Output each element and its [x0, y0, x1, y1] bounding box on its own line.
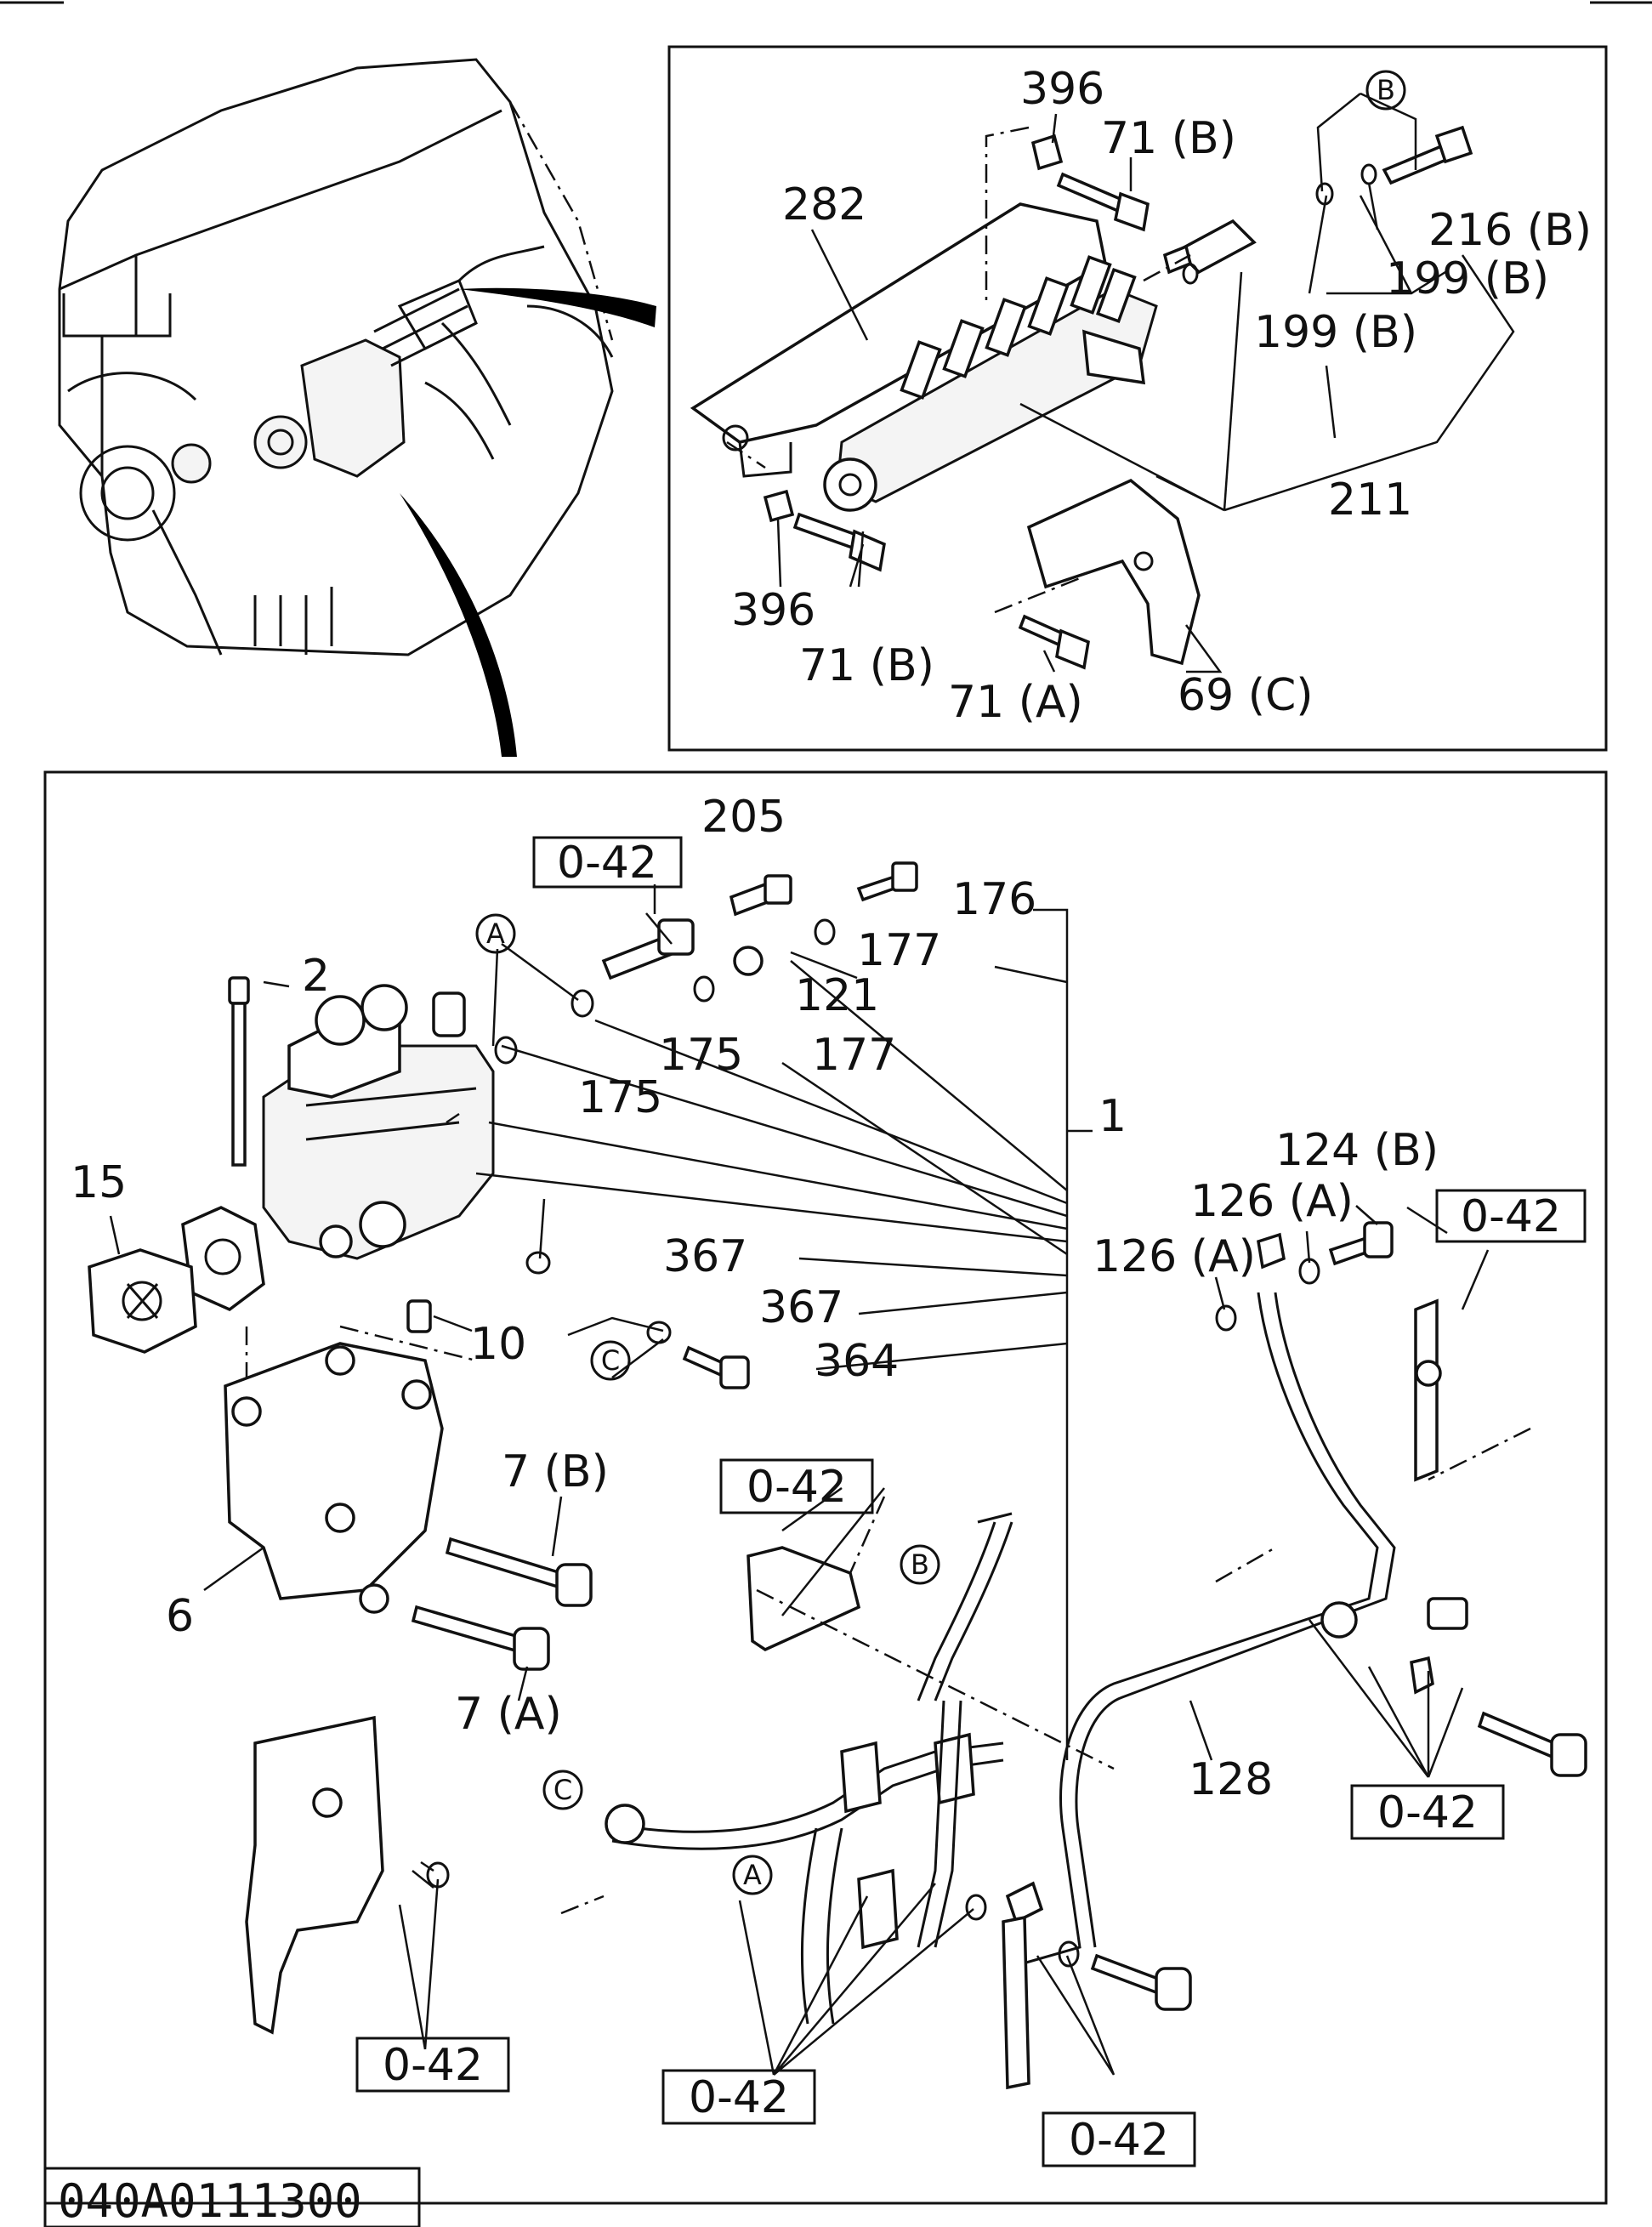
callout-216B: 216 (B)	[1428, 205, 1592, 256]
svg-text:B: B	[1377, 74, 1395, 106]
callout-126A-upper: 126 (A)	[1190, 1176, 1354, 1227]
bracket-69C	[1026, 478, 1201, 666]
callout-282: 282	[782, 179, 866, 230]
callout-71B: 71 (B)	[1101, 113, 1236, 164]
ref-box-0-42-bottom-right: 0-42	[1069, 2115, 1169, 2166]
callout-364: 364	[815, 1336, 899, 1387]
circle-letter-B-detail	[1365, 70, 1406, 111]
callout-396: 396	[1020, 64, 1104, 115]
circle-letter-C-upper: C	[601, 1344, 620, 1377]
detail-panel-callouts: 396 71 (B) 282 216 (B) 199 (B) 199 (B) 2…	[731, 64, 1592, 728]
detail-panel-leaders	[776, 92, 1515, 673]
callout-1: 1	[1098, 1091, 1127, 1142]
detail-panel-drawing	[690, 125, 1473, 670]
callout-15: 15	[71, 1157, 127, 1208]
callout-126A-lower: 126 (A)	[1093, 1231, 1256, 1282]
callout-128: 128	[1189, 1754, 1273, 1805]
figure-ref-box	[43, 2167, 421, 2227]
reference-boxes: 0-42 0-42 0-42 0-42 0-42 0-42 0-42	[355, 836, 1587, 2167]
callout-205: 205	[701, 792, 786, 843]
main-panel-leaders	[109, 884, 1490, 2076]
detail-panel-frame	[667, 45, 1608, 752]
callout-7B: 7 (B)	[502, 1446, 609, 1497]
ref-box-0-42-left: 0-42	[383, 2040, 483, 2091]
main-panel-frame	[43, 770, 1608, 2205]
circle-letter-B-main: B	[911, 1548, 929, 1581]
callout-396-lower: 396	[731, 585, 815, 636]
callout-71A: 71 (A)	[948, 677, 1083, 728]
circle-letter-C-lower: C	[554, 1774, 572, 1806]
callout-2: 2	[302, 951, 330, 1002]
callout-121: 121	[795, 970, 879, 1021]
ref-box-0-42-right-lower: 0-42	[1377, 1787, 1478, 1838]
bracket-right	[1414, 1298, 1439, 1482]
callout-175-lower: 175	[578, 1072, 662, 1123]
circle-letter-A-lower: A	[743, 1859, 762, 1891]
callout-211: 211	[1328, 474, 1412, 526]
circle-letter-A-upper: A	[486, 918, 505, 950]
leader-wedge-to-main	[400, 493, 517, 757]
callout-7A: 7 (A)	[455, 1689, 562, 1740]
callout-71B-lower: 71 (B)	[799, 640, 934, 691]
callout-6: 6	[166, 1591, 194, 1642]
callout-177-lower: 177	[812, 1030, 896, 1081]
main-panel-circle-letters: A C B C A	[475, 913, 940, 1895]
leader-wedge-to-detail	[459, 287, 656, 327]
main-panel-drawing	[88, 861, 1587, 2090]
bracket-lower-left	[245, 1715, 384, 2035]
ref-box-0-42-right: 0-42	[1461, 1191, 1561, 1242]
callout-69C: 69 (C)	[1178, 670, 1314, 721]
engine-overview-illustration	[58, 58, 614, 656]
callout-177-upper: 177	[857, 925, 941, 976]
eye-bolt-121	[733, 946, 764, 976]
callout-176: 176	[952, 874, 1036, 925]
callout-367-upper: 367	[663, 1231, 747, 1282]
main-panel-callouts: 205 176 177 121 177 175 175 1 2 15 367 3…	[71, 792, 1439, 1805]
callout-367-lower: 367	[759, 1282, 843, 1333]
callout-199B-upper: 199 (B)	[1386, 253, 1549, 304]
callout-124B: 124 (B)	[1275, 1125, 1439, 1176]
ref-box-0-42-top: 0-42	[557, 838, 657, 889]
callout-175-upper: 175	[659, 1030, 743, 1081]
ref-box-0-42-center: 0-42	[747, 1462, 847, 1513]
bracket-6	[224, 1342, 444, 1600]
callout-10: 10	[470, 1319, 526, 1370]
ref-box-0-42-bottom: 0-42	[689, 2072, 789, 2123]
supply-pump-1	[262, 1044, 495, 1260]
figure-reference: 040A0111300	[58, 2174, 362, 2227]
callout-199B-lower: 199 (B)	[1254, 307, 1417, 358]
